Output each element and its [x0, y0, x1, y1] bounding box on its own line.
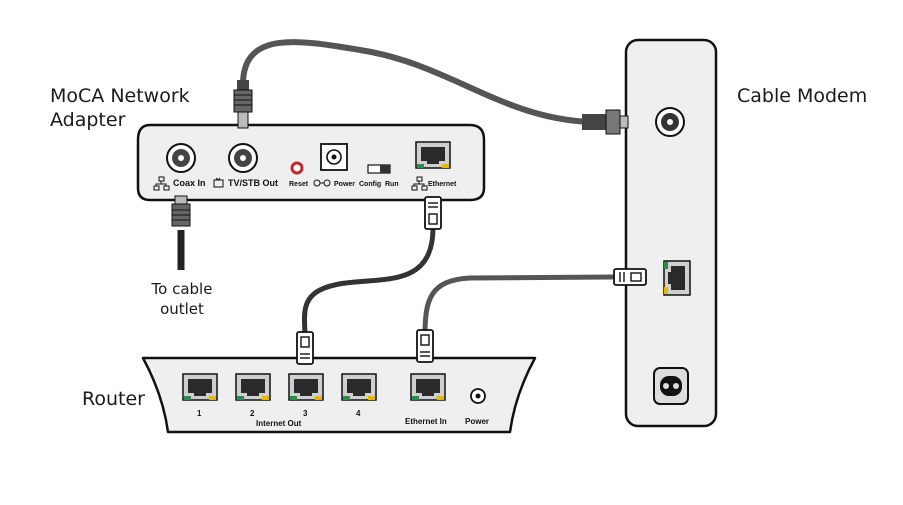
- coax-in-label: Coax In: [173, 178, 206, 188]
- ethernet-in-label: Ethernet In: [405, 417, 447, 426]
- ethernet-label: Ethernet: [428, 181, 457, 188]
- to-cable-outlet-label: To cable outlet: [151, 280, 213, 318]
- router-port-3-label: 3: [303, 409, 308, 418]
- modem-ethernet-port: [663, 260, 691, 296]
- router-port-1-label: 1: [197, 409, 202, 418]
- run-label: Run: [385, 181, 399, 188]
- ethernet-plug-modem: [613, 268, 647, 286]
- power-polarity-icon: [313, 179, 331, 187]
- internet-out-label: Internet Out: [256, 419, 302, 428]
- coax-connector-adapter-top: [233, 80, 253, 129]
- router-label: Router: [82, 388, 145, 410]
- moca-adapter: Coax In TV/STB Out Reset Power Config Ru…: [136, 123, 486, 202]
- router-port-4: [341, 373, 377, 401]
- coax-connector-modem: [582, 109, 629, 135]
- ethernet-cable-adapter-to-router: [301, 225, 436, 339]
- router-port-4-label: 4: [356, 409, 361, 418]
- router-power-label: Power: [465, 417, 489, 426]
- coax-cable-adapter-to-modem: [240, 39, 593, 125]
- reset-label: Reset: [289, 181, 309, 188]
- config-label: Config: [359, 181, 381, 188]
- router: 1 2 3 4 Internet Out Ethernet In Power: [141, 356, 537, 434]
- router-port-2-label: 2: [250, 409, 255, 418]
- reset-button: [290, 161, 304, 175]
- router-ethernet-in-port: [410, 373, 446, 401]
- ethernet-plug-router-ethernet-in: [416, 329, 434, 363]
- power-label: Power: [334, 181, 355, 188]
- cable-modem-label: Cable Modem: [737, 85, 868, 107]
- coax-connector-adapter-bottom: [171, 195, 191, 227]
- tv-icon: [213, 177, 224, 188]
- ethernet-network-icon: [411, 176, 428, 191]
- router-port-2: [235, 373, 271, 401]
- adapter-ethernet-port: [415, 141, 451, 169]
- router-port-3: [288, 373, 324, 401]
- tv-stb-out-label: TV/STB Out: [228, 178, 278, 188]
- ethernet-plug-adapter: [424, 196, 442, 230]
- ethernet-plug-router-port-3: [296, 331, 314, 365]
- cable-modem: [624, 38, 718, 428]
- router-port-1: [182, 373, 218, 401]
- moca-adapter-label: MoCA Network Adapter: [50, 85, 190, 131]
- ethernet-cable-modem-to-router: [422, 274, 615, 338]
- network-icon: [153, 176, 170, 191]
